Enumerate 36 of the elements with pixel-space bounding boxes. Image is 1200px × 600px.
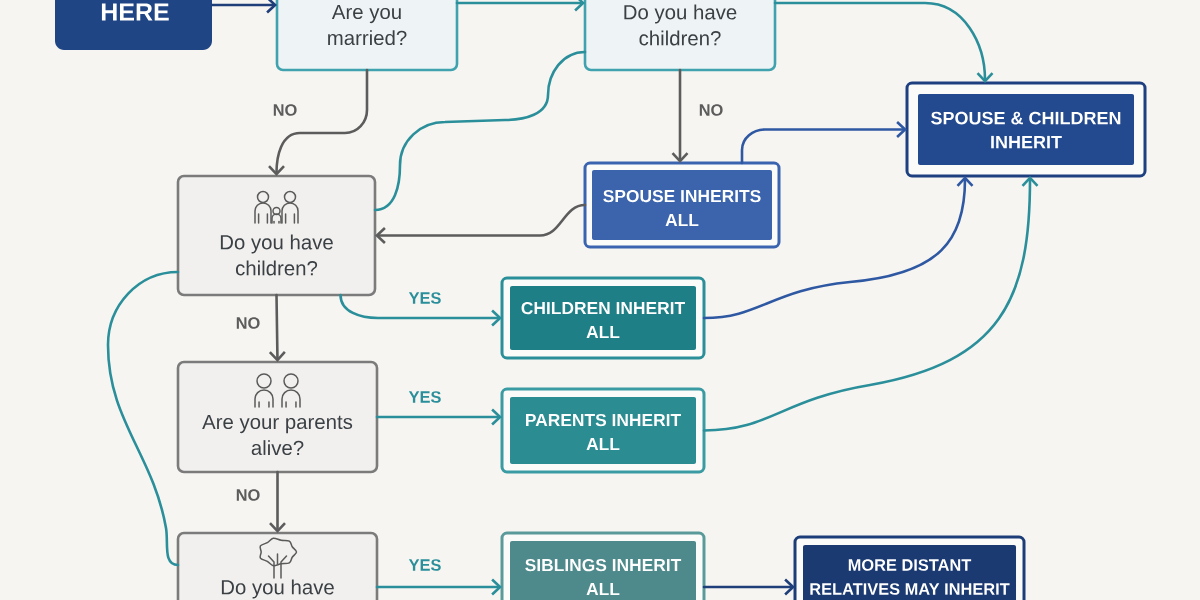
connector-line (373, 50, 587, 212)
edge-label: NO (232, 486, 264, 504)
edge-label: NO (269, 101, 301, 119)
question-box: Do you have children? (176, 174, 377, 297)
arrow (339, 293, 502, 327)
result-box: SPOUSE & CHILDREN INHERIT (905, 81, 1147, 178)
arrow (702, 176, 974, 320)
arrow (210, 0, 277, 14)
arrow (375, 578, 502, 596)
result-box: SPOUSE INHERITS ALL (583, 161, 781, 249)
start-box: HERE (55, 0, 212, 50)
question-box: Do you have children? (583, 0, 777, 72)
result-box: CHILDREN INHERIT ALL (500, 276, 706, 360)
arrow (702, 176, 1039, 432)
arrow (740, 121, 907, 165)
connector-line (106, 270, 180, 567)
arrow (671, 68, 689, 163)
result-box: PARENTS INHERIT ALL (500, 387, 706, 474)
edge-label: NO (695, 101, 727, 119)
arrow (269, 470, 286, 533)
arrow (375, 203, 587, 244)
edge-label: NO (232, 314, 264, 332)
result-box: SIBLINGS INHERIT ALL (500, 531, 706, 600)
edge-label: YES (405, 289, 445, 307)
arrow (268, 68, 369, 176)
arrow (455, 0, 585, 12)
result-box: MORE DISTANT RELATIVES MAY INHERIT (793, 535, 1026, 600)
arrow (375, 408, 502, 426)
question-box: Are you married? (275, 0, 459, 72)
question-box: Are your parents alive? (176, 360, 379, 474)
edge-label: YES (405, 388, 445, 406)
question-box: Do you have (176, 531, 379, 600)
arrow (773, 1, 994, 83)
arrow (268, 293, 286, 362)
edge-label: YES (405, 556, 445, 574)
arrow (702, 578, 795, 596)
